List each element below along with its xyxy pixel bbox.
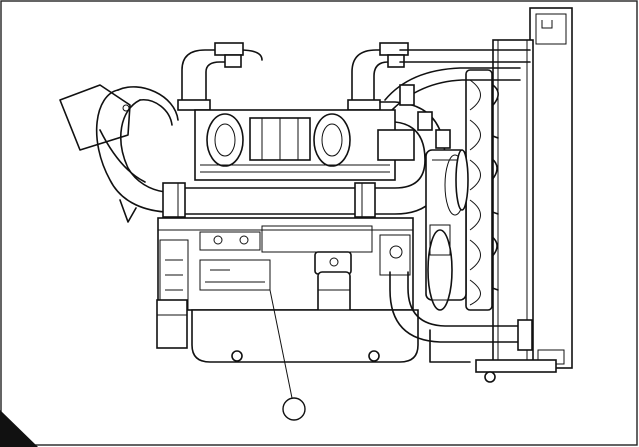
engine-block [157,217,414,311]
air-intake-elbow [59,84,179,223]
engine-mount-left [156,299,188,349]
turbochargers [194,109,415,181]
top-pipes [177,42,531,111]
charge-air-pipe [162,101,446,218]
oil-pan [191,309,419,363]
callout-bubble [282,397,306,421]
top-fittings [399,84,451,149]
corner-triangle-marker [0,410,38,447]
front-accessories [425,149,469,311]
callout-1 [269,289,306,421]
lower-coolant-pipe [389,271,533,363]
fan [465,69,499,311]
